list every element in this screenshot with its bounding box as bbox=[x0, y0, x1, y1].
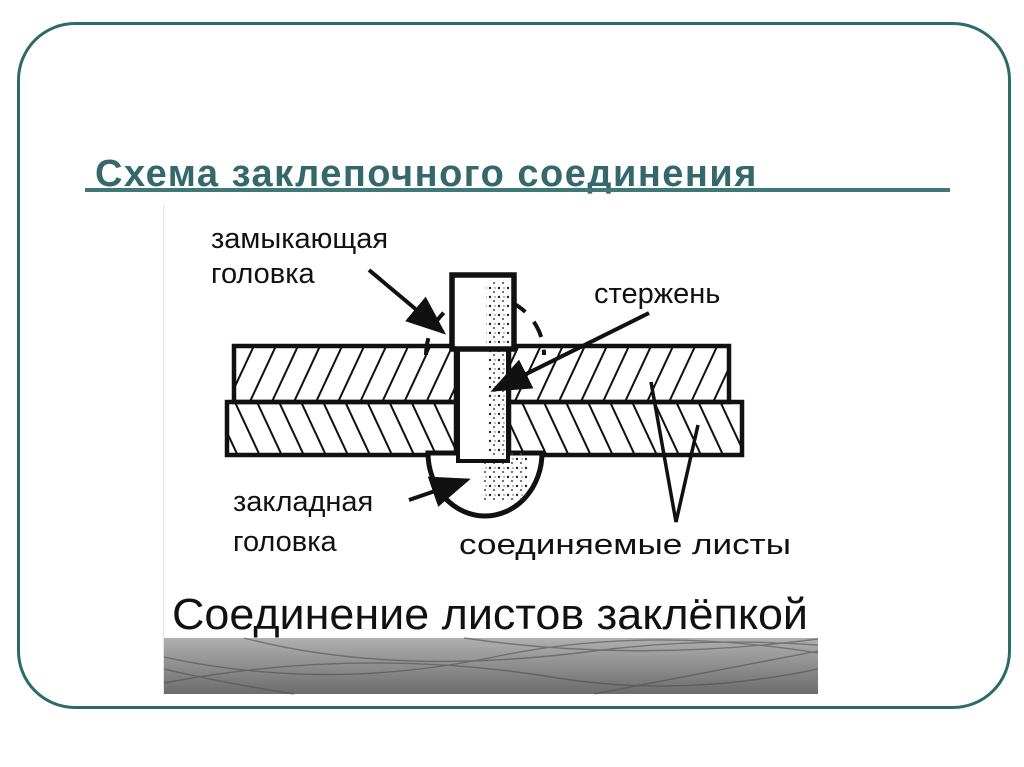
swoosh-curve bbox=[164, 668, 295, 695]
shank-arrow bbox=[490, 311, 650, 392]
swoosh-curve bbox=[164, 662, 818, 687]
closing-head-shading bbox=[486, 280, 509, 345]
bottom-sheet-left bbox=[224, 399, 459, 458]
rivet-joint-figure: замыкающая головка стержень закладная го… bbox=[163, 205, 818, 695]
rivet-joint-diagram: замыкающая головка стержень закладная го… bbox=[164, 223, 818, 695]
band-background bbox=[164, 638, 818, 694]
swoosh-curve bbox=[593, 650, 818, 695]
bottom-sheet-right bbox=[506, 399, 745, 458]
swoosh-curve bbox=[164, 639, 818, 676]
joined-sheets-pointer bbox=[649, 381, 700, 523]
swoosh-curve bbox=[463, 637, 818, 652]
label-closing-head-line1: замыкающая bbox=[211, 223, 388, 255]
top-sheet-left bbox=[231, 343, 459, 405]
gray-swoosh-band bbox=[164, 637, 818, 695]
label-joined-sheets: соединяемые листы bbox=[459, 529, 791, 561]
closing-head-arrow bbox=[367, 268, 447, 335]
title-underline bbox=[85, 188, 950, 192]
top-sheet-right bbox=[506, 343, 732, 405]
label-set-head-line1: закладная bbox=[233, 486, 373, 518]
label-closing-head-line2: головка bbox=[211, 258, 316, 290]
label-shank: стержень bbox=[594, 278, 720, 310]
label-set-head-line2: головка bbox=[233, 526, 338, 558]
swoosh-curve bbox=[243, 637, 818, 663]
set-head-arrow bbox=[408, 476, 471, 507]
figure-caption: Соединение листов заклёпкой bbox=[172, 590, 808, 639]
slide-rounded-border bbox=[17, 22, 1011, 709]
